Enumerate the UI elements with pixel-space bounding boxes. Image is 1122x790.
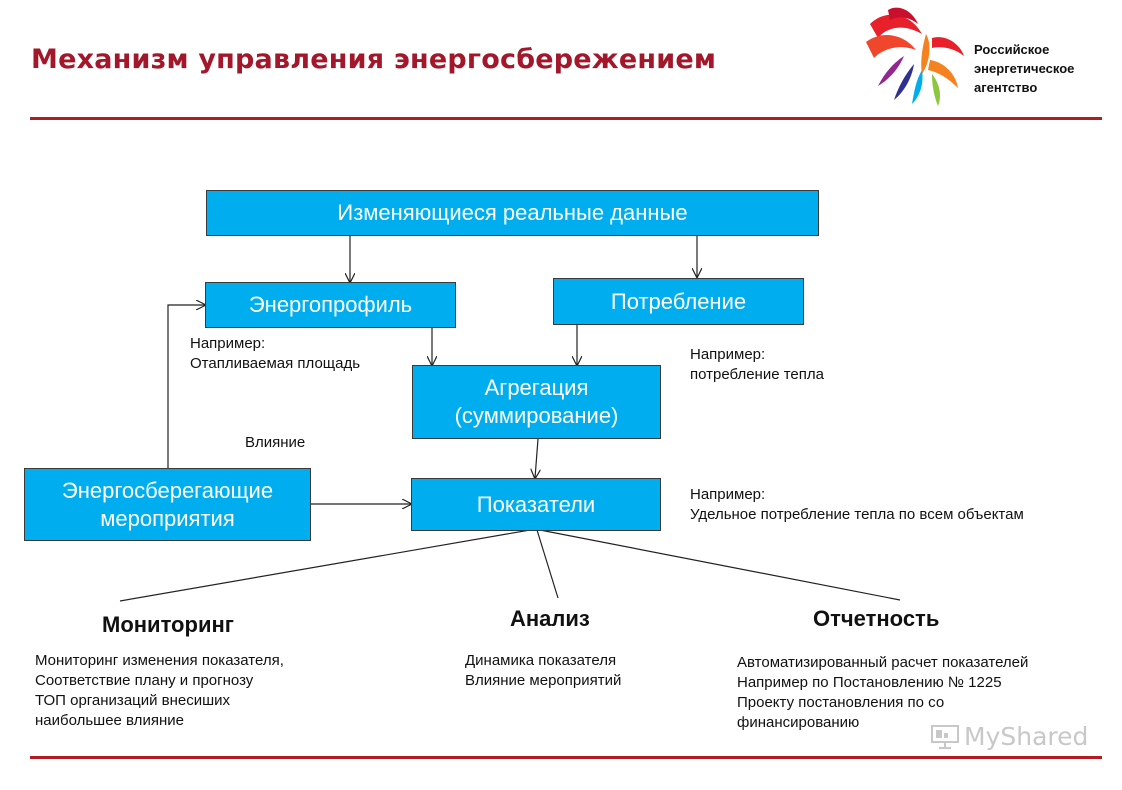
energy-profile-box: Энергопрофиль	[205, 282, 456, 328]
monitoring-heading: Мониторинг	[102, 612, 234, 637]
description-line: Соответствие плану и прогнозу	[35, 672, 254, 689]
org-line: агентство	[974, 80, 1038, 95]
arrow-aggregation-to-indicators	[535, 438, 538, 478]
line-indicators-to-reporting	[539, 529, 901, 601]
description-line: Влияние мероприятий	[465, 672, 622, 689]
description-line: ТОП организаций внесиших	[35, 692, 231, 709]
monitoring-description: Мониторинг изменения показателя, Соответ…	[35, 651, 284, 731]
note-line: Удельное потребление тепла по всем объек…	[690, 506, 1024, 523]
measures-label-line: Энергосберегающие	[61, 477, 274, 503]
aggregation-label-line: Агрегация	[484, 375, 589, 400]
indicator-example-note: Например: Удельное потребление тепла по …	[690, 485, 1024, 525]
description-line: наибольшее влияние	[35, 712, 184, 729]
line-indicators-to-analysis	[536, 529, 559, 599]
reporting-description: Автоматизированный расчет показателей На…	[737, 653, 1028, 733]
reporting-heading: Отчетность	[813, 606, 940, 631]
real-data-box: Изменяющиеся реальные данные	[206, 190, 819, 236]
watermark: MyShared	[930, 722, 1088, 751]
note-line: Например:	[690, 346, 766, 363]
arrow-measures-to-profile	[167, 305, 205, 468]
description-line: Автоматизированный расчет показателей	[737, 654, 1029, 671]
indicators-label: Показатели	[476, 491, 596, 517]
aggregation-label-line: (суммирование)	[454, 403, 619, 428]
description-line: Мониторинг изменения показателя,	[35, 652, 284, 669]
note-line: Например:	[690, 486, 766, 503]
page-title: Механизм управления энергосбережением	[31, 44, 717, 75]
org-line: энергетическое	[974, 61, 1075, 76]
real-data-label: Изменяющиеся реальные данные	[337, 200, 688, 225]
analysis-description: Динамика показателя Влияние мероприятий	[465, 651, 621, 691]
org-line: Российское	[974, 42, 1050, 57]
presentation-icon	[931, 724, 959, 749]
header-divider	[30, 117, 1102, 120]
organization-name: Российское энергетическое агентство	[974, 40, 1074, 97]
energy-profile-label: Энергопрофиль	[248, 292, 413, 317]
consumption-box: Потребление	[553, 278, 804, 325]
aggregation-box: Агрегация (суммирование)	[412, 365, 661, 439]
line-indicators-to-monitoring	[119, 529, 531, 602]
watermark-text: MyShared	[964, 722, 1089, 751]
influence-label: Влияние	[245, 433, 305, 453]
consumption-label: Потребление	[610, 288, 747, 314]
energy-saving-measures-box: Энергосберегающие мероприятия	[24, 468, 311, 541]
note-line: Отапливаемая площадь	[190, 355, 361, 372]
indicators-box: Показатели	[411, 478, 661, 531]
note-line: потребление тепла	[690, 366, 824, 383]
description-line: Динамика показателя	[465, 652, 617, 669]
profile-example-note: Например: Отапливаемая площадь	[190, 334, 360, 374]
analysis-heading: Анализ	[510, 606, 590, 631]
note-line: Например:	[190, 335, 266, 352]
description-line: Например по Постановлению № 1225	[737, 674, 1002, 691]
footer-divider	[30, 756, 1102, 759]
measures-label-line: мероприятия	[100, 505, 235, 531]
energy-agency-logo	[866, 7, 964, 106]
note-line: Влияние	[245, 434, 306, 451]
description-line: Проекту постановления по со	[737, 694, 945, 711]
description-line: финансированию	[737, 714, 860, 731]
consumption-example-note: Например: потребление тепла	[690, 345, 824, 385]
